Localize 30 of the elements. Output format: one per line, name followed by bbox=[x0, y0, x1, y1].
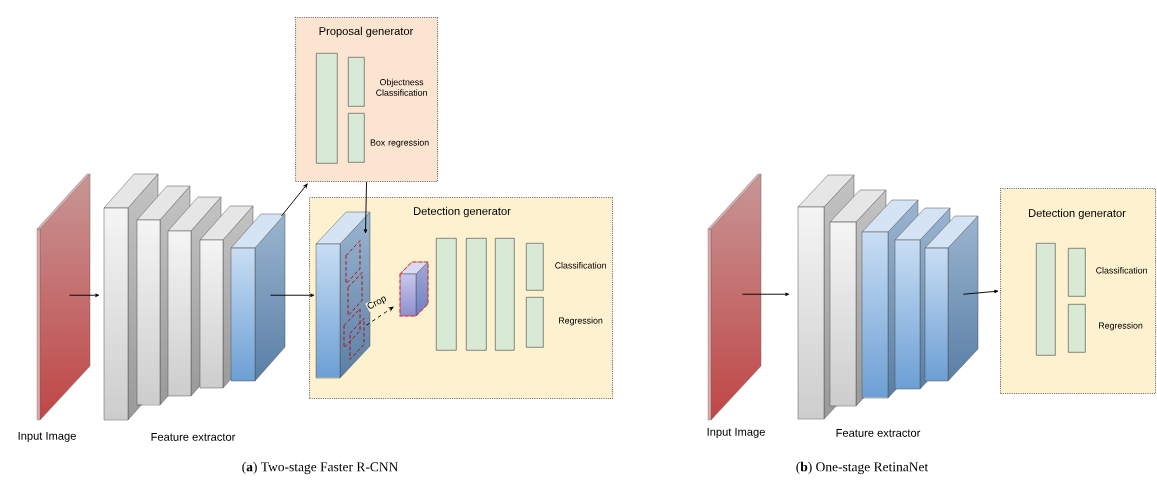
caption-text: Input Image bbox=[707, 428, 765, 438]
arrow bbox=[363, 181, 368, 234]
caption-text: Input Image bbox=[18, 432, 76, 442]
arrow bbox=[69, 293, 100, 297]
bar-label: Regression bbox=[559, 317, 603, 326]
bar-label: Box regression bbox=[370, 139, 429, 148]
input-image-drawing bbox=[707, 173, 762, 421]
layer-bar bbox=[466, 238, 487, 351]
arrow bbox=[281, 183, 308, 217]
arrow bbox=[366, 306, 394, 326]
layer-bar bbox=[316, 53, 338, 164]
layer-bar bbox=[1036, 243, 1056, 356]
arrow bbox=[963, 289, 999, 295]
bar-label: Classification bbox=[555, 262, 606, 269]
figure-caption: (a) Two-stage Faster R-CNN bbox=[242, 461, 398, 475]
bar-label: Regression bbox=[1099, 322, 1143, 331]
bar-label: Objectness Classification bbox=[376, 78, 427, 96]
arrow bbox=[742, 292, 790, 296]
input-image-drawing bbox=[36, 173, 91, 421]
arrow bbox=[270, 293, 315, 297]
layer-bar bbox=[495, 238, 515, 351]
caption-text: Feature extractor bbox=[836, 429, 921, 437]
edge-label: Crop bbox=[365, 293, 389, 313]
cropped-patch-drawing bbox=[399, 261, 429, 317]
layer-stack-drawing bbox=[103, 173, 286, 421]
caption-text: Feature extractor bbox=[151, 433, 236, 441]
bar-label: Classification bbox=[1096, 267, 1147, 274]
figure-caption: (b) One-stage RetinaNet bbox=[796, 461, 929, 475]
layer-stack-drawing bbox=[797, 174, 979, 420]
layer-bar bbox=[436, 238, 457, 351]
